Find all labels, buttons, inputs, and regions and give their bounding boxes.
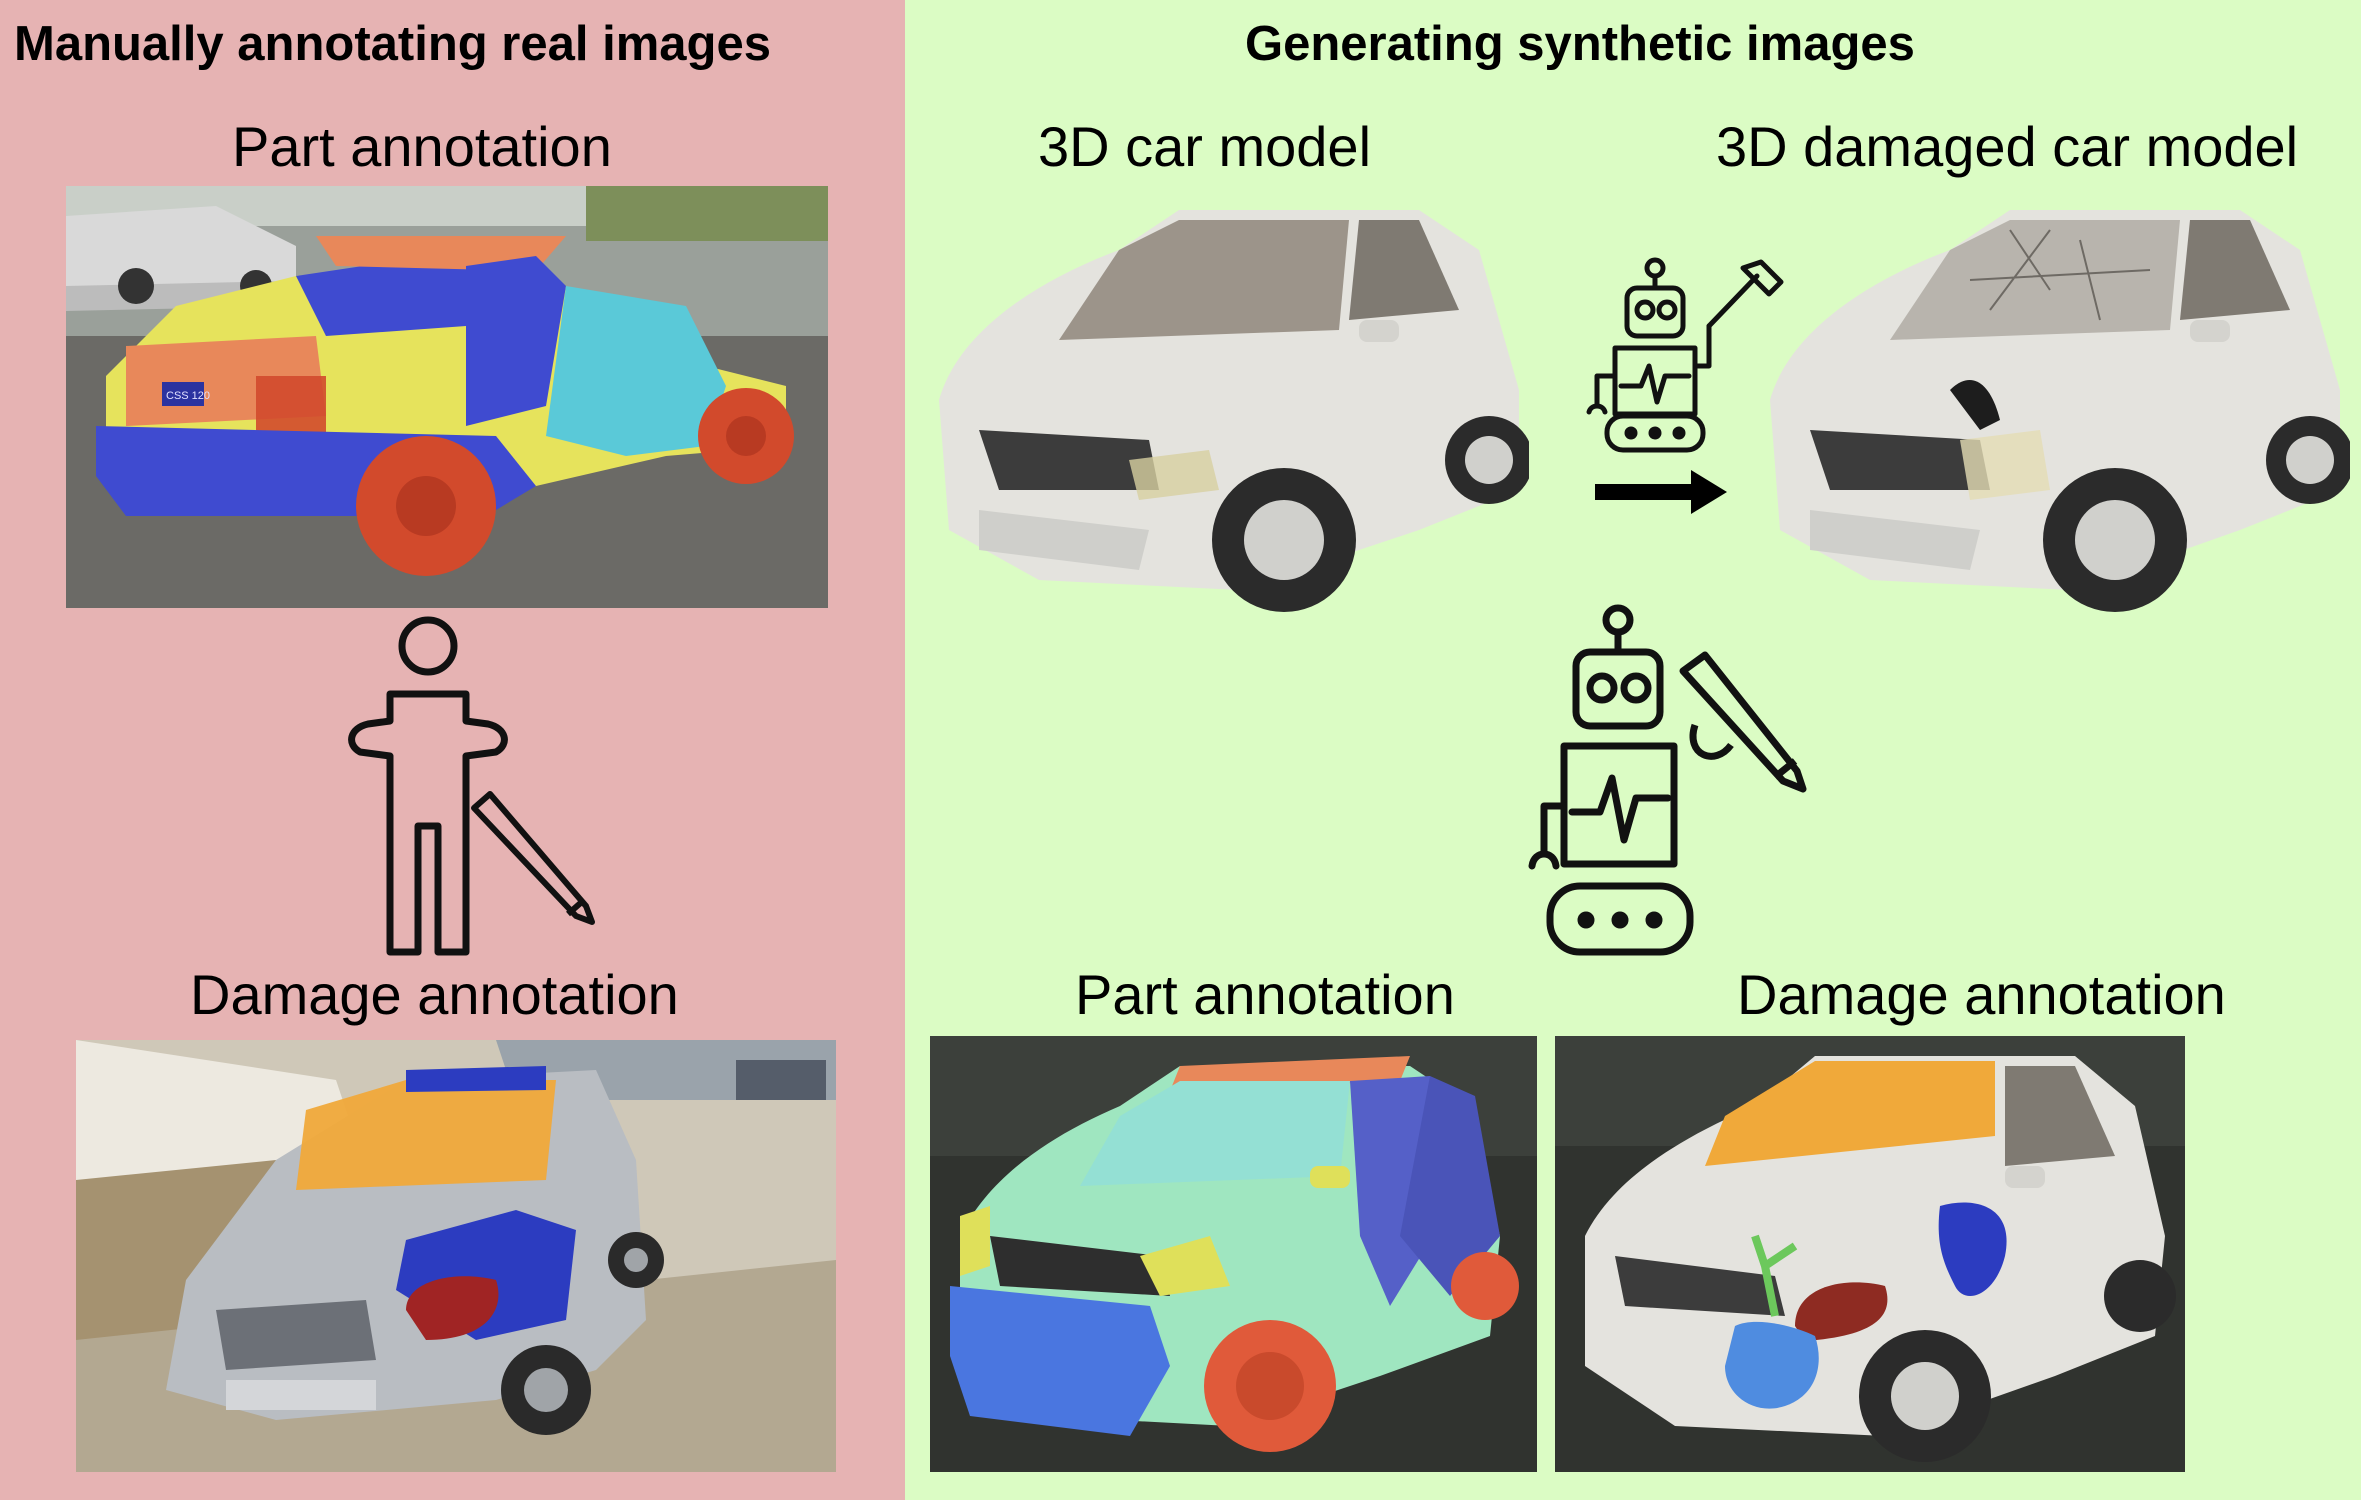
3d-damaged-car-model-render	[1750, 190, 2350, 620]
left-damage-annotation-label: Damage annotation	[190, 963, 679, 1026]
damaged-car-model-label: 3D damaged car model	[1716, 115, 2299, 178]
real-car-part-annotation-image: CSS 120	[66, 186, 828, 608]
human-annotator-icon	[318, 616, 538, 956]
robot-hammer-icon	[1585, 256, 1805, 456]
pencil-icon	[464, 788, 604, 928]
left-panel-real-annotation: Manually annotating real images Part ann…	[0, 0, 905, 1500]
right-panel-title: Generating synthetic images	[1245, 17, 1915, 71]
synthetic-damage-annotation-image	[1555, 1036, 2185, 1472]
synthetic-part-annotation-label: Part annotation	[1075, 963, 1455, 1026]
pencil-icon	[1675, 645, 1815, 795]
robot-pencil-icon	[1520, 602, 1720, 962]
right-panel-synthetic-generation: Generating synthetic images 3D car model…	[905, 0, 2361, 1500]
real-car-damage-annotation-image	[76, 1040, 836, 1472]
car-model-label: 3D car model	[1038, 115, 1372, 178]
left-part-annotation-label: Part annotation	[232, 115, 612, 178]
license-plate-text: CSS 120	[166, 390, 210, 402]
synthetic-part-annotation-image	[930, 1036, 1537, 1472]
3d-car-model-render	[919, 190, 1529, 620]
left-panel-title: Manually annotating real images	[14, 17, 771, 71]
arrow-right-icon	[1595, 470, 1727, 514]
synthetic-damage-annotation-label: Damage annotation	[1737, 963, 2226, 1026]
